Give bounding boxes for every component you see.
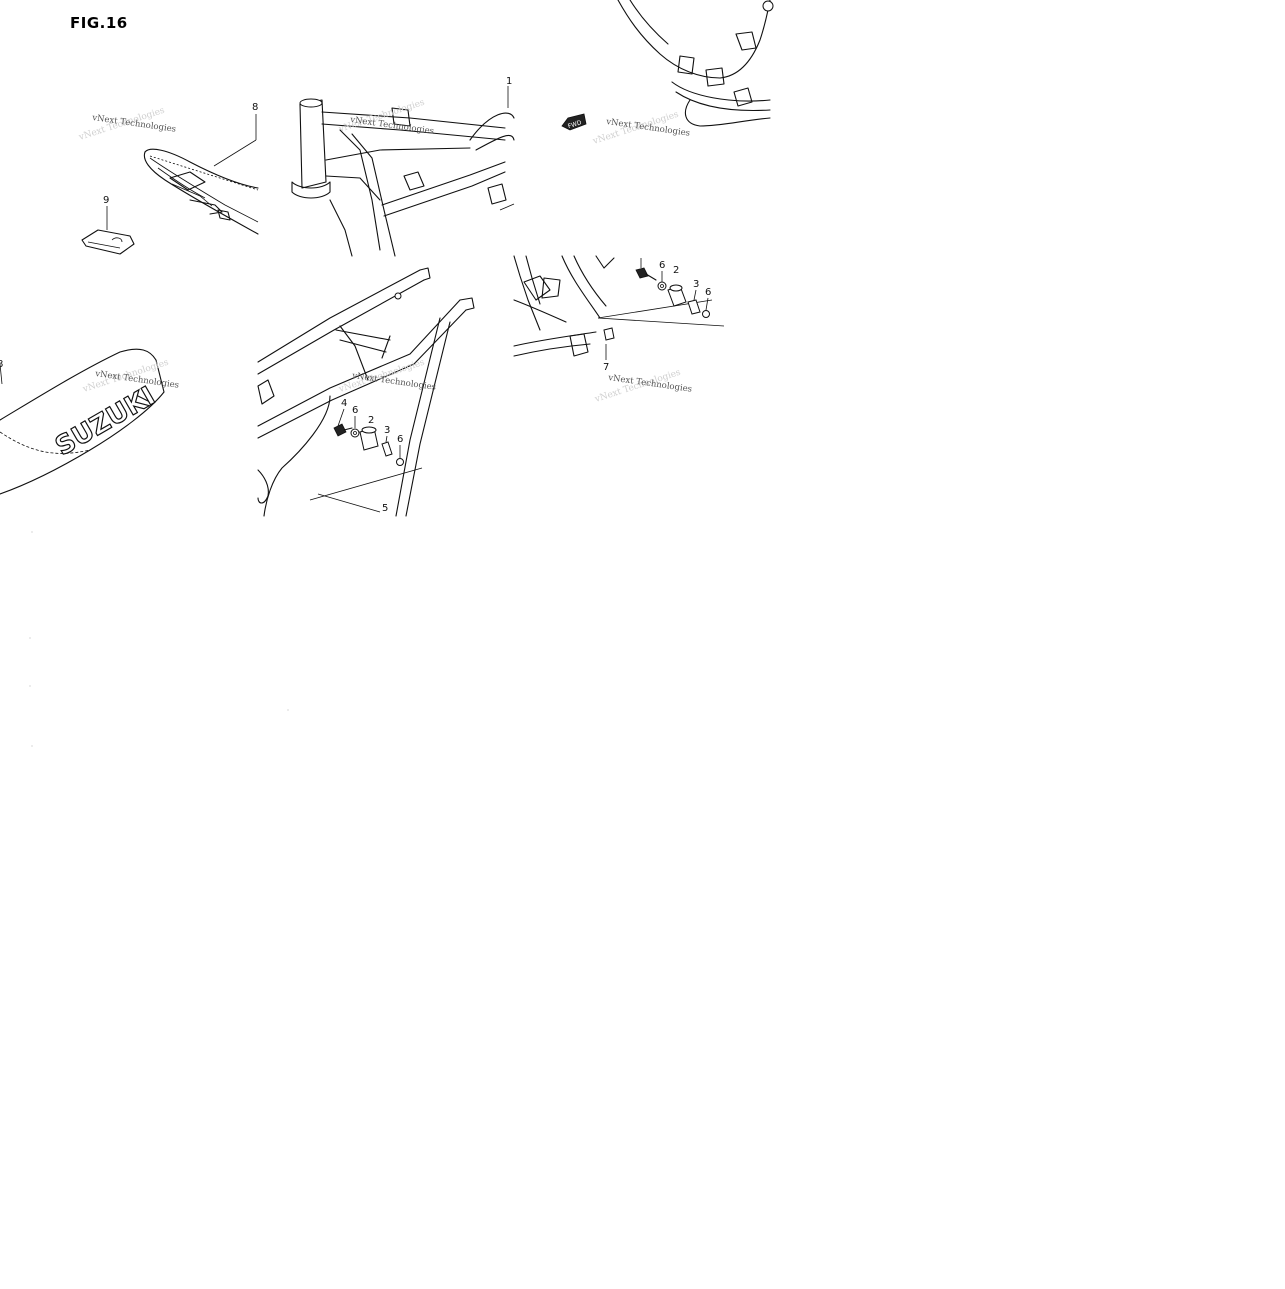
callout-7: 7 bbox=[603, 362, 609, 373]
mount-parts-right bbox=[603, 267, 710, 341]
tool-bag-view bbox=[81, 229, 135, 255]
frame-view-lower bbox=[617, 0, 774, 127]
callout-5: 5 bbox=[382, 503, 388, 514]
callout-8: 8 bbox=[0, 359, 3, 370]
callout-1: 1 bbox=[506, 76, 512, 87]
fwd-arrow-label: FWD bbox=[567, 119, 583, 130]
callout-2: 2 bbox=[673, 265, 679, 276]
fwd-arrow-icon: FWD bbox=[561, 113, 587, 131]
callout-3: 3 bbox=[384, 425, 390, 436]
seat-logo: SUZUKI bbox=[51, 381, 161, 462]
callout-6: 6 bbox=[397, 434, 403, 445]
callout-labels: 1 8 9 8 4 6 2 3 6 5 6 2 3 6 7 bbox=[0, 76, 711, 514]
seat-cover-view bbox=[143, 148, 259, 235]
callout-4: 4 bbox=[341, 398, 347, 409]
scan-specks bbox=[29, 531, 289, 747]
callout-9: 9 bbox=[103, 195, 109, 206]
callout-6: 6 bbox=[659, 260, 665, 271]
callout-8: 8 bbox=[252, 102, 258, 113]
callout-2: 2 bbox=[368, 415, 374, 426]
callout-6: 6 bbox=[705, 287, 711, 298]
watermarks: vNext Technologies vNext Technologies vN… bbox=[77, 98, 693, 406]
callout-3: 3 bbox=[693, 279, 699, 290]
mount-parts-middle bbox=[333, 423, 404, 466]
frame-view-rear bbox=[257, 267, 475, 517]
callout-6: 6 bbox=[352, 405, 358, 416]
frame-view-mount bbox=[513, 255, 725, 357]
frame-view-main bbox=[291, 86, 515, 257]
figure-title: FIG.16 bbox=[70, 14, 128, 32]
